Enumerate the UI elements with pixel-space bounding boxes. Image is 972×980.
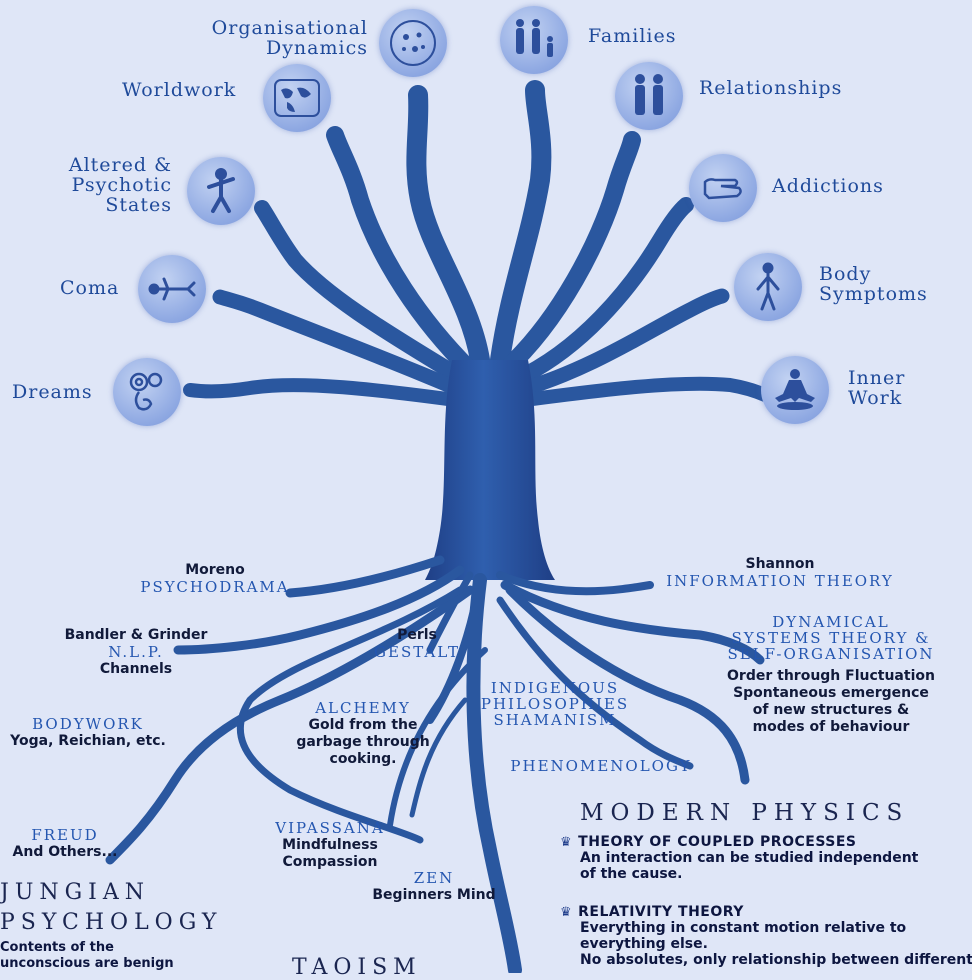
vipassana-label: VIPASSANA [275,819,385,837]
coupled-processes-desc: An interaction can be studied independen… [580,850,919,882]
taoism-title: TAOISM [292,955,422,980]
relativity-desc: Everything in constant motion relative t… [580,920,972,968]
branch-label-inner-work: Inner Work [848,367,906,409]
jungian-desc: Contents of the unconscious are benign [0,940,174,971]
channels-label: Channels [99,661,173,677]
meditating-figure-icon [761,356,829,424]
root-label-freud: FREUD And Others... [0,827,130,861]
modern-physics-item-coupled-processes: ♛ THEORY OF COUPLED PROCESSES An interact… [560,834,970,882]
globe-pattern-icon [379,9,447,77]
information-theory-label: INFORMATION THEORY [666,572,894,590]
hand-icon [689,154,757,222]
branch-label-addictions: Addictions [772,175,884,197]
bodywork-label: BODYWORK [32,715,144,733]
dream-spiral-icon [113,358,181,426]
dynamical-systems-desc: Order through Fluctuation Spontaneous em… [727,668,935,735]
crown-bullet-icon: ♛ [560,835,573,850]
indigenous-label: INDIGENOUS PHILOSOPHIES SHAMANISM [480,679,630,729]
perls-name: Perls [397,627,437,643]
bandler-grinder-name: Bandler & Grinder [64,627,208,643]
shannon-name: Shannon [745,556,815,572]
couple-icon [615,62,683,130]
branch-label-coma: Coma [60,277,120,299]
branch-label-worldwork: Worldwork [122,79,237,101]
lying-figure-icon [138,255,206,323]
modern-physics-item-relativity: ♛ RELATIVITY THEORY Everything in constan… [560,904,972,968]
branch-label-organisational-dynamics: Organisational Dynamics [211,17,368,59]
family-icon [500,6,568,74]
jungian-title-line1: JUNGIAN [0,880,151,905]
crown-branches [183,80,772,407]
jungian-title-line2: PSYCHOLOGY [0,910,223,935]
zen-label: ZEN [413,869,455,887]
roots [105,555,765,973]
relativity-title: RELATIVITY THEORY [578,904,744,920]
dancing-figure-icon [187,157,255,225]
alchemy-desc: Gold from the garbage through cooking. [296,717,430,767]
world-map-icon [263,64,331,132]
modern-physics-title: MODERN PHYSICS [580,800,910,826]
branch-label-altered-psychotic-states: Altered & Psychotic States [68,154,172,216]
root-label-moreno: Moreno PSYCHODRAMA [130,562,300,596]
nlp-label: N.L.P. [108,643,164,661]
root-label-bodywork: BODYWORK Yoga, Reichian, etc. [0,716,176,750]
root-label-indigenous: INDIGENOUS PHILOSOPHIES SHAMANISM [470,680,640,728]
root-label-zen: ZEN Beginners Mind [372,870,496,904]
root-label-vipassana: VIPASSANA Mindfulness Compassion [262,820,398,871]
alchemy-label: ALCHEMY [315,699,411,717]
dynamical-systems-label: DYNAMICAL SYSTEMS THEORY & SELF-ORGANISA… [727,613,935,663]
branch-label-dreams: Dreams [12,381,93,403]
freud-desc: And Others... [12,844,118,860]
branch-label-body-symptoms: Body Symptoms [819,263,928,305]
root-label-bandler-grinder: Bandler & Grinder N.L.P. Channels [52,627,220,678]
vipassana-desc: Mindfulness Compassion [282,837,378,870]
bodywork-desc: Yoga, Reichian, etc. [10,733,166,749]
root-label-phenomenology: PHENOMENOLOGY [496,758,706,775]
psychodrama-label: PSYCHODRAMA [140,578,290,596]
zen-desc: Beginners Mind [372,887,496,903]
root-label-perls: Perls GESTALT [362,627,472,661]
phenomenology-label: PHENOMENOLOGY [510,757,692,775]
branch-label-families: Families [588,25,677,47]
root-label-alchemy: ALCHEMY Gold from the garbage through co… [278,700,448,768]
root-label-shannon: Shannon INFORMATION THEORY [650,556,910,590]
gestalt-label: GESTALT [374,643,460,661]
moreno-name: Moreno [185,562,245,578]
freud-label: FREUD [31,826,99,844]
branch-label-relationships: Relationships [699,77,843,99]
trunk [425,360,555,580]
coupled-processes-title: THEORY OF COUPLED PROCESSES [578,834,857,850]
root-label-dynamical-systems: DYNAMICAL SYSTEMS THEORY & SELF-ORGANISA… [700,614,962,736]
body-figure-icon [734,253,802,321]
crown-bullet-icon: ♛ [560,905,573,920]
